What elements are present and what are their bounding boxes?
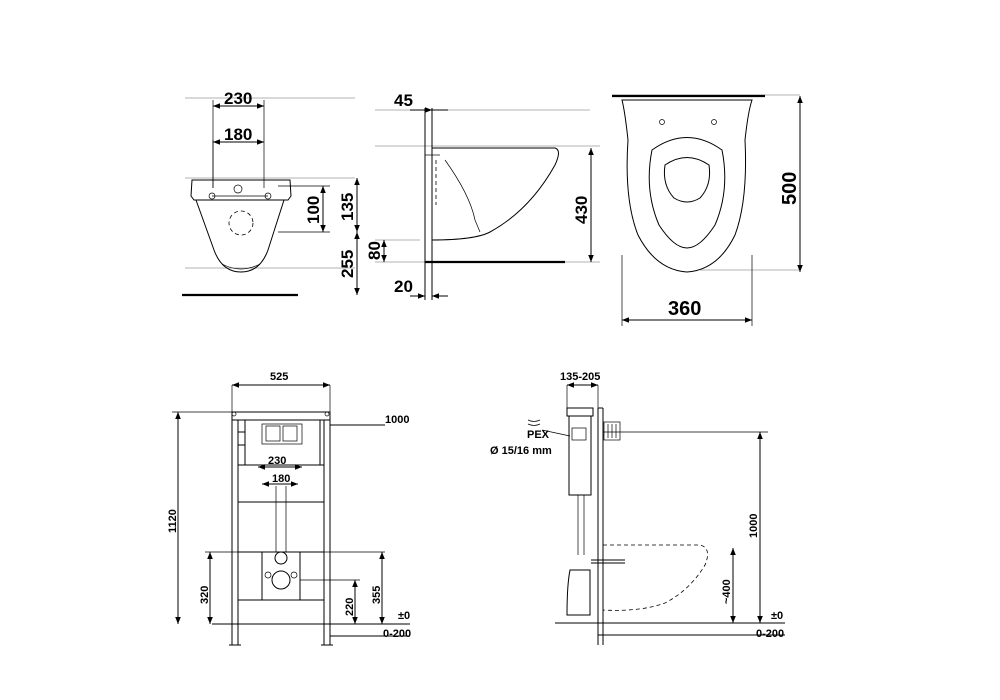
side-view: 45 430 80 20: [365, 91, 600, 300]
frame-side-dim-zero: ±0: [771, 610, 783, 622]
front-dim-230: 230: [224, 89, 252, 108]
frame-dim-range: 0-200: [383, 628, 411, 640]
frame-dim-180: 180: [272, 473, 290, 485]
frame-side-view: 135-205 PEX Ø 15/16 mm ±0 0-200: [490, 371, 785, 645]
front-dim-100: 100: [304, 196, 323, 224]
frame-front-view: 525 1000 230 180: [167, 371, 411, 646]
frame-dim-230: 230: [268, 455, 286, 467]
top-view: 500 360: [612, 94, 803, 326]
top-dim-500: 500: [779, 172, 801, 205]
frame-side-dim-range: 0-200: [756, 628, 784, 640]
side-dim-45: 45: [394, 91, 413, 110]
side-dim-80: 80: [365, 241, 384, 260]
top-dim-360: 360: [668, 298, 701, 320]
frame-dim-320: 320: [199, 586, 211, 604]
frame-dim-zero: ±0: [398, 610, 410, 622]
pex-pipe-label: Ø 15/16 mm: [490, 445, 552, 457]
frame-dim-355: 355: [371, 586, 383, 604]
frame-dim-220: 220: [344, 598, 356, 616]
frame-dim-525: 525: [270, 371, 288, 383]
front-view: 230 180 100 135 255: [182, 89, 360, 297]
front-dim-135: 135: [338, 193, 357, 221]
pex-label: PEX: [527, 429, 550, 441]
side-dim-430: 430: [572, 196, 591, 224]
frame-dim-1120: 1120: [167, 509, 179, 533]
frame-dim-1000: 1000: [385, 414, 409, 426]
side-dim-20: 20: [394, 277, 413, 296]
frame-side-dim-1000: 1000: [748, 514, 760, 538]
frame-side-dim-135-205: 135-205: [560, 371, 600, 383]
front-dim-180: 180: [224, 125, 252, 144]
frame-side-dim-400: ~400: [721, 579, 733, 604]
front-dim-255: 255: [338, 250, 357, 278]
